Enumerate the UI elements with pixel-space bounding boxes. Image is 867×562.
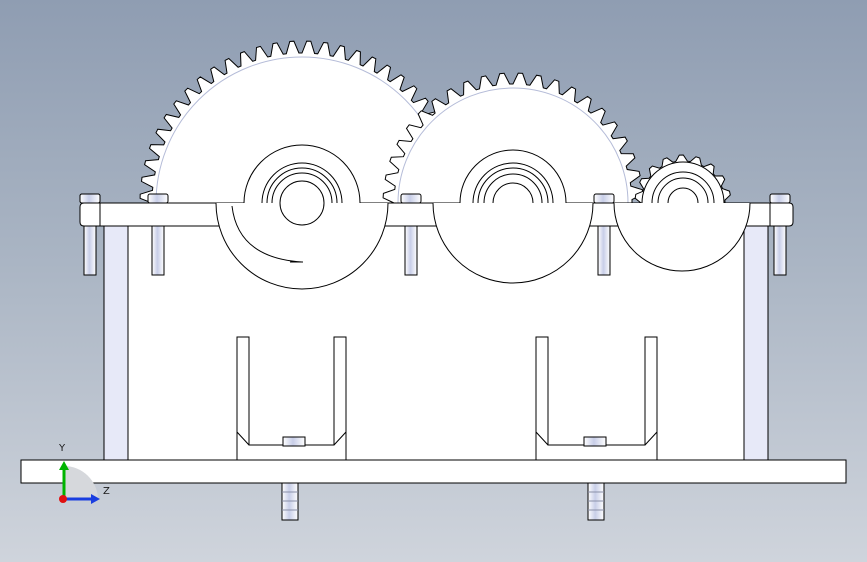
top-bolt-3-shank[interactable] <box>404 225 418 276</box>
z-axis-label: Z <box>103 486 110 497</box>
bracket-bolt-right[interactable] <box>583 436 607 447</box>
top-plate-right-cap <box>769 202 794 227</box>
shaft-bearing-medium <box>459 149 567 204</box>
oil-groove-curve <box>231 205 303 263</box>
bearing-housing-medium <box>432 202 594 284</box>
bearing-housing-small <box>613 202 751 272</box>
base-plate[interactable] <box>20 459 847 484</box>
shaft-bearing-small <box>641 161 725 204</box>
left-end-bolt-shank[interactable] <box>83 225 97 276</box>
top-bolt-2-head[interactable] <box>147 193 169 204</box>
top-bolt-4-shank[interactable] <box>597 225 611 276</box>
top-bolt-3-head[interactable] <box>400 193 422 204</box>
top-plate-left-cap <box>79 202 101 227</box>
bracket-bolt-left[interactable] <box>282 436 306 447</box>
bolt-group <box>79 193 791 521</box>
top-bolt-5-head[interactable] <box>769 193 791 204</box>
top-bolt-5-shank[interactable] <box>773 225 787 276</box>
bearing-housing-large <box>215 202 389 290</box>
left-side-plate-shade <box>103 225 129 461</box>
axis-triad <box>59 461 100 504</box>
right-side-plate-shade <box>743 225 769 461</box>
shaft-bearing-large <box>243 144 361 226</box>
axis-triad-shade <box>64 466 98 499</box>
left-end-bolt-head[interactable] <box>79 193 101 204</box>
top-bolt-4-head[interactable] <box>593 193 615 204</box>
y-axis-label: Y <box>59 443 66 454</box>
housing-body[interactable] <box>127 225 745 461</box>
top-bolt-2-shank[interactable] <box>151 225 165 276</box>
x-axis-dot-icon <box>59 495 67 503</box>
